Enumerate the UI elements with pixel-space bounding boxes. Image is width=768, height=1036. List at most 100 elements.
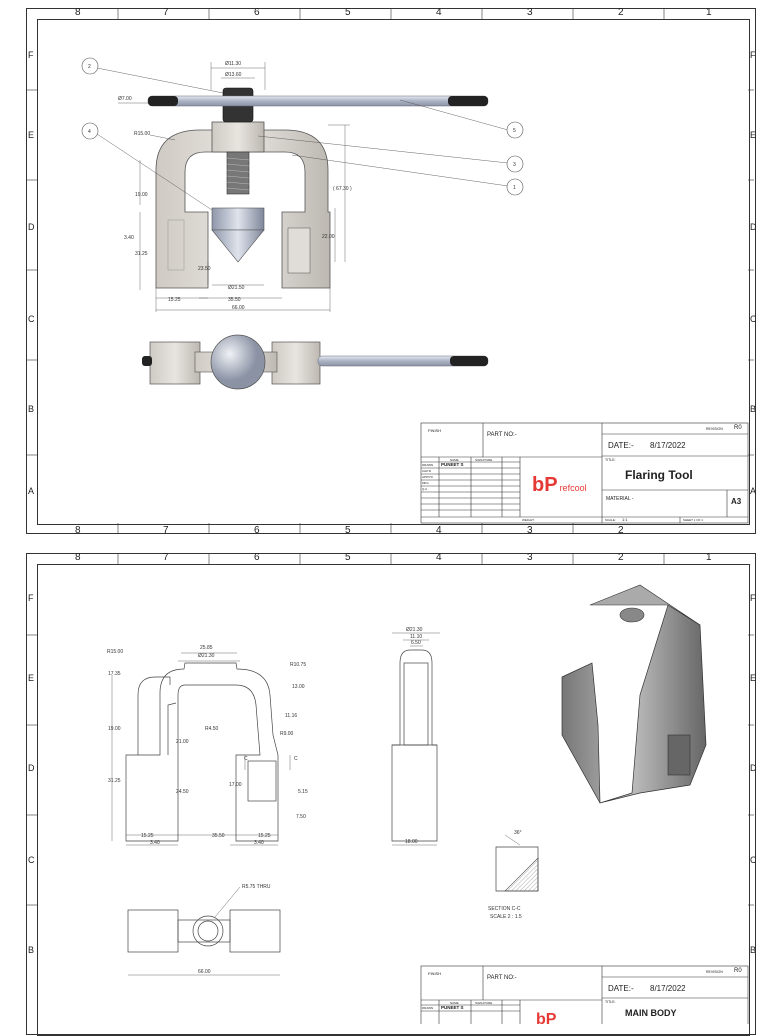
- zone-letter: F: [28, 50, 34, 60]
- drawing-sheet-2: 8 7 6 5 4 3 2 1 F E D C B F E D C B: [0, 545, 768, 1036]
- logo-mark: bP: [532, 474, 558, 496]
- title-label: TITLE:: [605, 458, 616, 462]
- zone-number: 2: [618, 525, 624, 536]
- scale-label: SCALE:: [605, 518, 616, 522]
- dim-label: R4.50: [205, 726, 219, 732]
- finish-label: FINISH: [428, 428, 442, 433]
- scale-value: 1:1: [622, 517, 628, 522]
- zone-number: 6: [254, 525, 260, 536]
- zone-letter: A: [750, 486, 757, 496]
- dim-label: Ø21.50: [228, 285, 245, 291]
- zone-number: 1: [706, 552, 712, 563]
- dim-label: ( 67.30 ): [333, 186, 352, 192]
- drawing-border: [37, 19, 750, 525]
- signature-label: SIGNATURE: [475, 458, 493, 462]
- revision-value: R0: [734, 968, 742, 974]
- dim-label: 36°: [514, 830, 522, 836]
- zone-number: 2: [618, 7, 624, 18]
- dim-label: 17.00: [229, 782, 242, 788]
- dim-label: Ø7.00: [118, 96, 132, 102]
- date-label: DATE:-: [608, 984, 634, 993]
- zone-number: 7: [163, 525, 169, 536]
- zone-letter: F: [750, 50, 756, 60]
- dim-label: 31.25: [108, 778, 121, 784]
- sheet-size: A3: [731, 497, 742, 506]
- drawn-label: DRAWN: [422, 463, 434, 467]
- zone-letter: C: [750, 855, 757, 865]
- revision-value: R0: [734, 425, 742, 431]
- dim-label: 17.35: [108, 671, 121, 677]
- title-label: TITLE:: [605, 1000, 616, 1004]
- drawing-title: MAIN BODY: [625, 1008, 677, 1018]
- zone-letter: A: [28, 486, 35, 496]
- balloon-label: 1: [513, 185, 516, 191]
- zone-letter: C: [750, 314, 757, 324]
- balloon-label: 5: [513, 128, 516, 134]
- zone-number: 7: [163, 552, 169, 563]
- dim-label: 21.00: [176, 739, 189, 745]
- zone-letter: D: [750, 763, 757, 773]
- zone-number: 8: [75, 7, 81, 18]
- balloon-label: 3: [513, 162, 516, 168]
- section-marker: C: [294, 756, 298, 762]
- drawing-sheet-1: 8 7 6 5 4 3 2 1 8 7 6 5 4 3 2 F E D C B …: [26, 7, 757, 536]
- section-marker: C: [244, 756, 248, 762]
- revision-label: REVISION: [706, 970, 723, 974]
- zone-number: 3: [527, 552, 533, 563]
- section-label: SECTION C-C: [488, 906, 521, 912]
- zone-letter: F: [750, 593, 756, 603]
- zone-letter: E: [750, 673, 757, 683]
- drawn-label: DRAWN: [422, 1006, 434, 1010]
- zone-number: 3: [527, 525, 533, 536]
- zone-letter: C: [28, 314, 35, 324]
- dim-label: Ø21.30: [406, 627, 423, 633]
- zone-letter: C: [28, 855, 35, 865]
- dim-label: 35.50: [212, 833, 225, 839]
- signature-label: SIGNATURE: [475, 1001, 493, 1005]
- zone-letter: B: [28, 945, 35, 955]
- part-no-label: PART NO:-: [487, 432, 517, 438]
- zone-letter: E: [28, 130, 35, 140]
- date-value: 8/17/2022: [650, 441, 686, 450]
- zone-letter: B: [750, 404, 757, 414]
- dim-label: Ø21.30: [198, 653, 215, 659]
- dim-label: 11.16: [285, 713, 297, 719]
- revision-label: REVISION: [706, 427, 723, 431]
- zone-number: 5: [345, 7, 351, 18]
- material-label: MATERIAL -: [606, 496, 634, 502]
- isometric-view: [561, 584, 707, 804]
- dim-label: 15.25: [168, 297, 181, 303]
- dim-label: R10.75: [290, 662, 306, 668]
- weight-label: WEIGHT:: [522, 518, 535, 522]
- finish-label: FINISH: [428, 971, 442, 976]
- section-view: [495, 834, 539, 892]
- zone-number: 6: [254, 7, 260, 18]
- zone-number: 6: [254, 552, 260, 563]
- dim-label: R15.00: [107, 649, 123, 655]
- zone-number: 4: [436, 552, 442, 563]
- zone-letter: F: [28, 593, 34, 603]
- dim-label: 19.00: [108, 726, 121, 732]
- zone-number: 1: [706, 7, 712, 18]
- zone-letter: D: [28, 763, 35, 773]
- date-value: 8/17/2022: [650, 984, 686, 993]
- dim-label: 66.00: [198, 969, 211, 975]
- dim-label: 3.40: [254, 840, 264, 846]
- zone-letter: B: [750, 945, 757, 955]
- zone-letter: E: [28, 673, 35, 683]
- dim-label: Ø13.60: [225, 72, 242, 78]
- logo-mark: bP: [536, 1011, 557, 1028]
- dim-label: 11.10: [410, 634, 422, 640]
- dim-label: 25.85: [200, 645, 213, 651]
- dim-label: 35.50: [228, 297, 241, 303]
- assembly-drawing: 2 4 5 3 1 Ø11.30 Ø13.60 Ø7.00 R15.00 19.…: [26, 8, 754, 533]
- approved-label: APPV'D: [422, 475, 433, 479]
- dim-label: 15.25: [258, 833, 271, 839]
- zone-number: 4: [436, 7, 442, 18]
- dim-label: 19.00: [135, 192, 148, 198]
- dim-label: 3.40: [150, 840, 160, 846]
- zone-letter: E: [750, 130, 757, 140]
- dim-label: 22.00: [322, 234, 335, 240]
- qa-label: Q.A: [422, 487, 428, 491]
